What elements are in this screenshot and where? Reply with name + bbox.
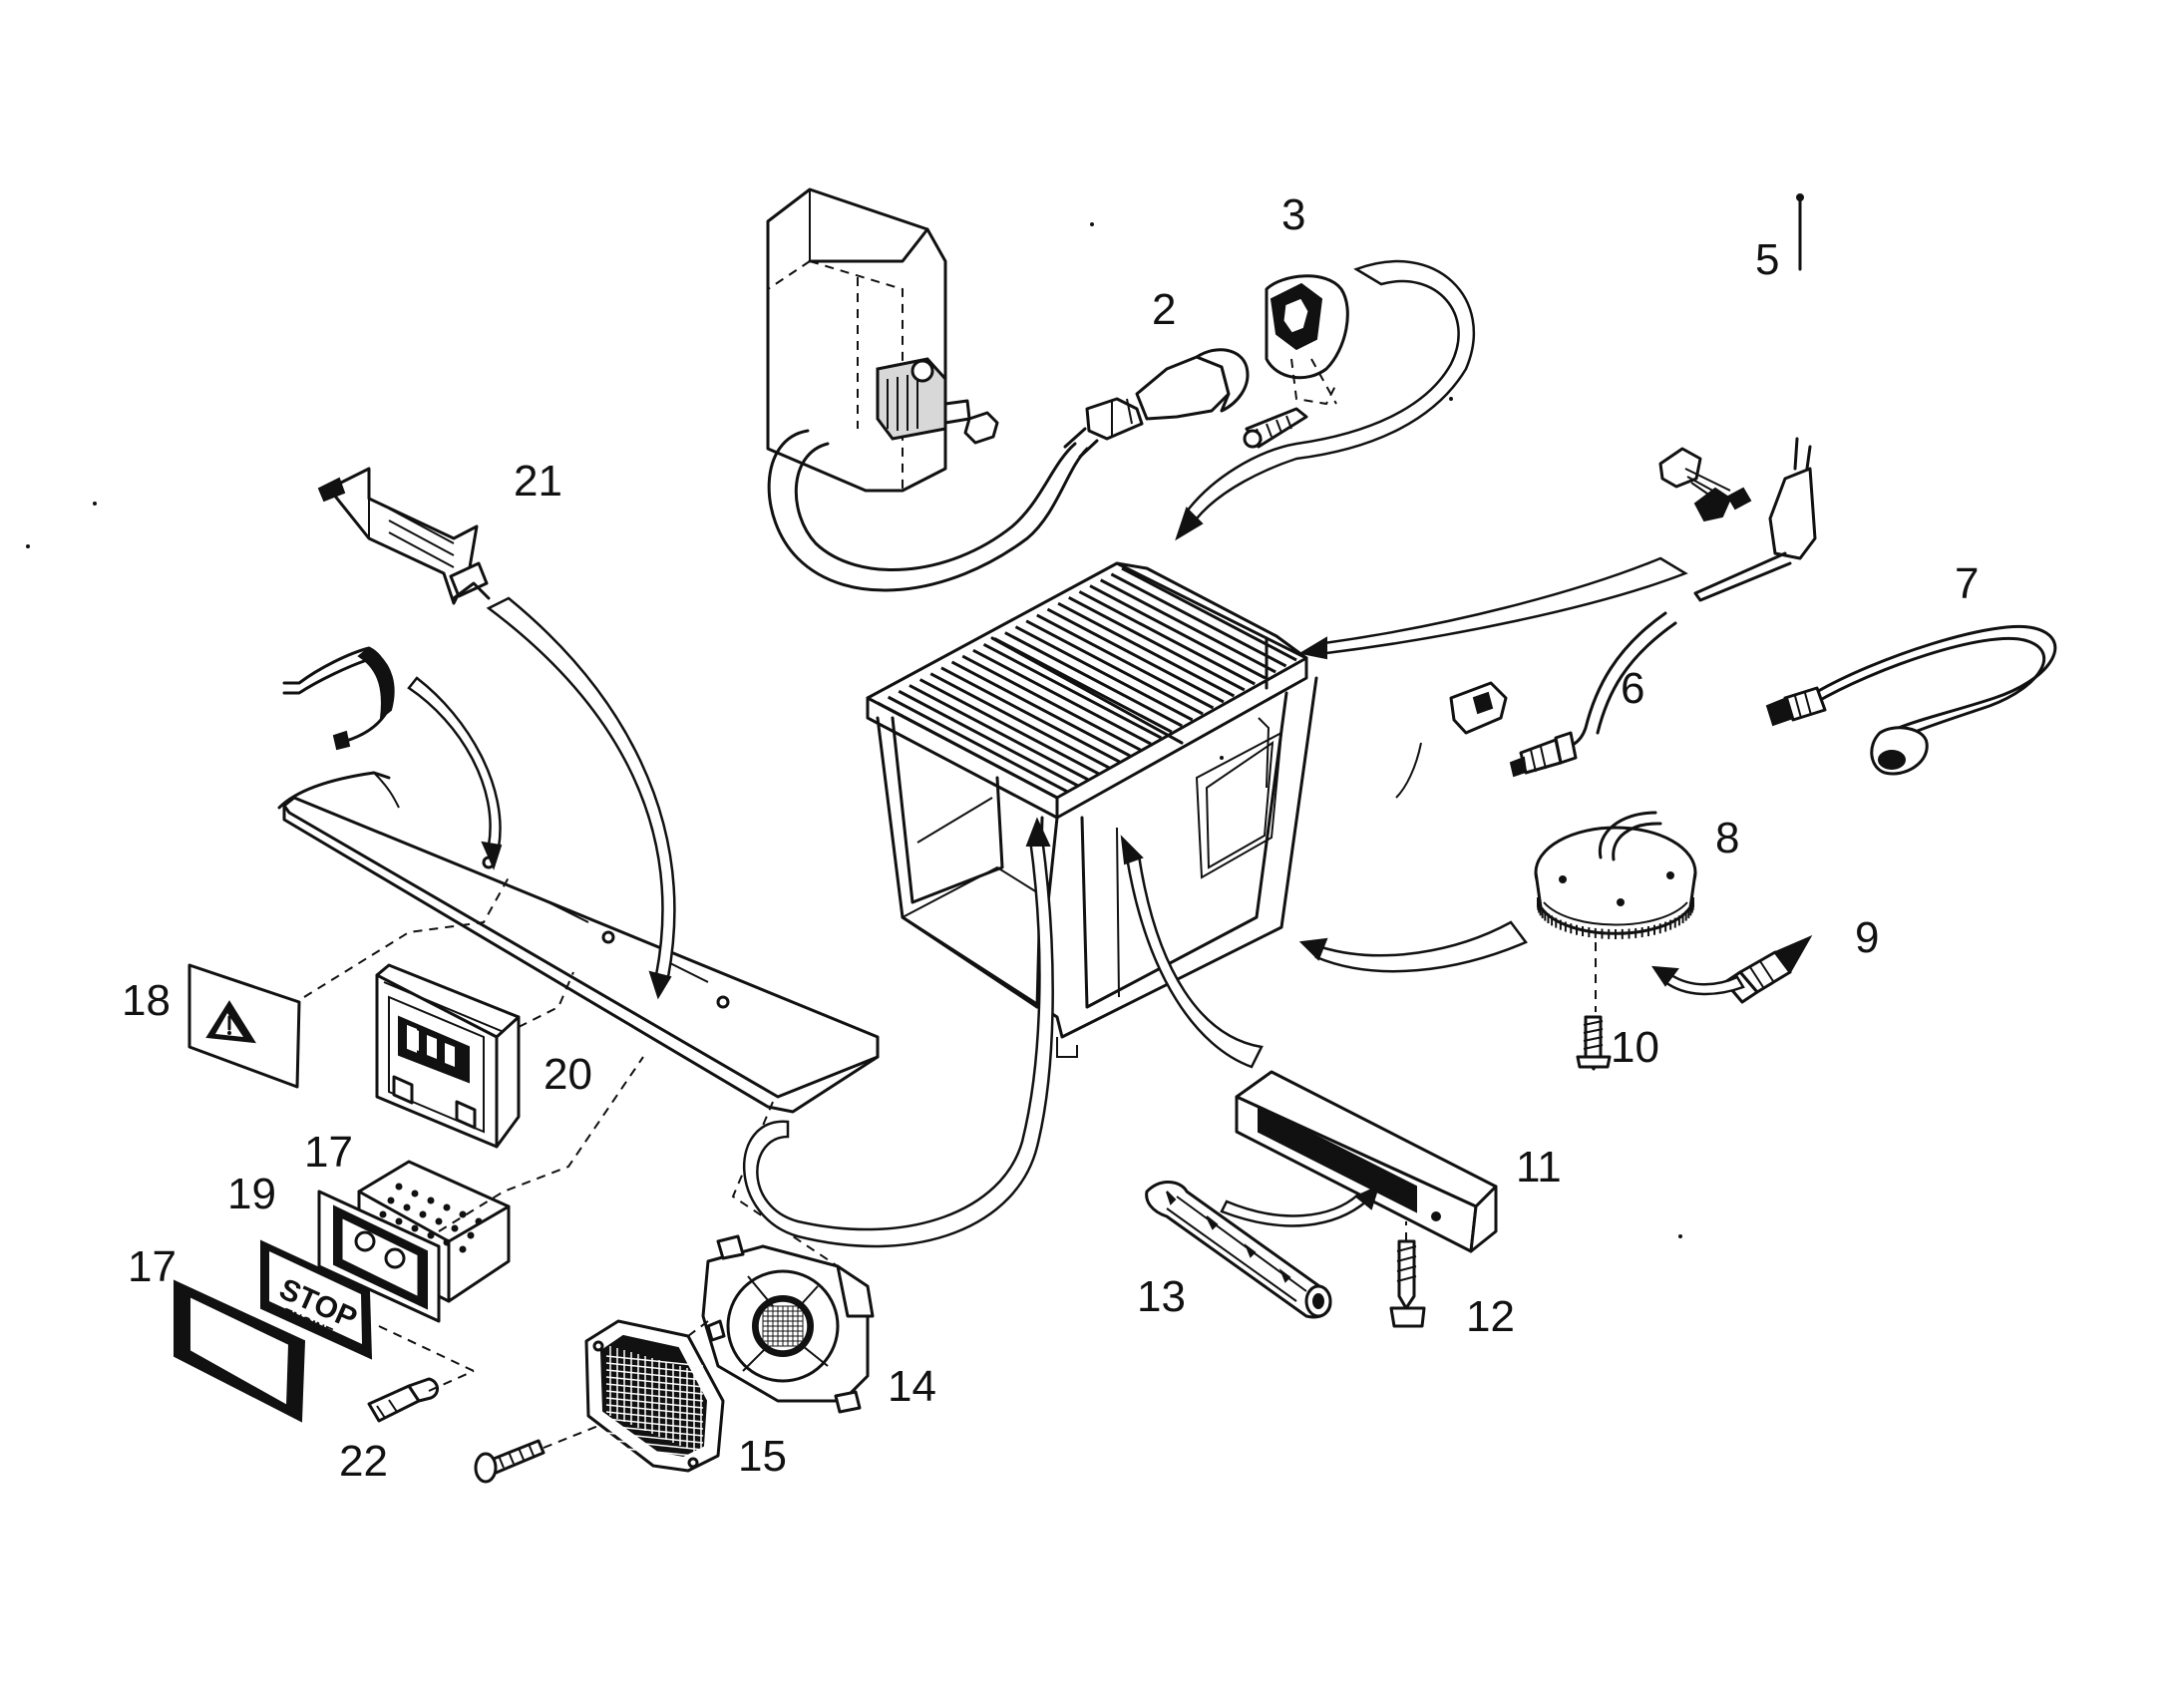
callout-2: 2 — [1152, 285, 1176, 334]
screw-12 — [1389, 1221, 1426, 1328]
screw-15 — [474, 1320, 709, 1484]
callout-18: 18 — [122, 976, 171, 1025]
callout-7: 7 — [1955, 559, 1979, 608]
bulb — [1723, 934, 1813, 1004]
fan-grille — [762, 1305, 804, 1347]
sensor-harness — [1449, 437, 1817, 778]
blower-fan — [701, 1234, 875, 1414]
callout-19: 19 — [227, 1170, 276, 1218]
gasket-frame — [174, 1279, 306, 1423]
lamp-tube — [1145, 1181, 1332, 1319]
warning-decal — [187, 963, 301, 1089]
callout-5: 5 — [1755, 235, 1779, 284]
leader-lines — [303, 358, 1597, 1372]
callout-8: 8 — [1715, 814, 1739, 862]
cab-frame — [866, 561, 1318, 1058]
callout-15: 15 — [738, 1432, 787, 1481]
small-bulb — [367, 1370, 475, 1423]
roof-grille-bars — [877, 566, 1297, 800]
cable-assembly — [1765, 624, 2057, 776]
callout-labels: 2 3 5 6 7 8 9 10 11 12 13 14 15 17 17 18… — [122, 190, 1979, 1486]
switch-panel — [317, 1160, 511, 1323]
print-specks — [26, 222, 1682, 1238]
callout-10: 10 — [1611, 1023, 1659, 1072]
callout-3: 3 — [1281, 190, 1305, 239]
callout-17-lower: 17 — [128, 1242, 177, 1291]
lamp-housing — [1235, 1070, 1498, 1253]
grille-plate — [584, 1319, 725, 1473]
plate-mesh — [605, 1346, 704, 1458]
washer-nozzle — [1063, 348, 1250, 459]
callout-11: 11 — [1516, 1143, 1562, 1192]
callout-6: 6 — [1621, 664, 1644, 713]
indicator-leds — [379, 1183, 483, 1253]
washer-reservoir — [766, 187, 1089, 592]
callout-20: 20 — [544, 1050, 592, 1099]
mounting-bracket — [317, 467, 491, 605]
callout-14: 14 — [888, 1362, 936, 1411]
retaining-clip — [282, 646, 395, 751]
callout-22: 22 — [339, 1437, 388, 1486]
callout-13: 13 — [1137, 1272, 1186, 1321]
callout-17-upper: 17 — [304, 1128, 353, 1177]
callout-21: 21 — [514, 457, 562, 506]
screw-10 — [1576, 1015, 1612, 1071]
dome-knurl — [1537, 897, 1694, 939]
nozzle-holder — [1243, 274, 1349, 449]
clock-module — [375, 963, 521, 1149]
callout-9: 9 — [1855, 913, 1879, 962]
assembly-arrows — [407, 259, 1745, 1248]
dome-light — [1534, 811, 1697, 939]
dash-panel — [277, 771, 880, 1114]
callout-12: 12 — [1466, 1292, 1515, 1341]
pin — [1796, 193, 1804, 271]
